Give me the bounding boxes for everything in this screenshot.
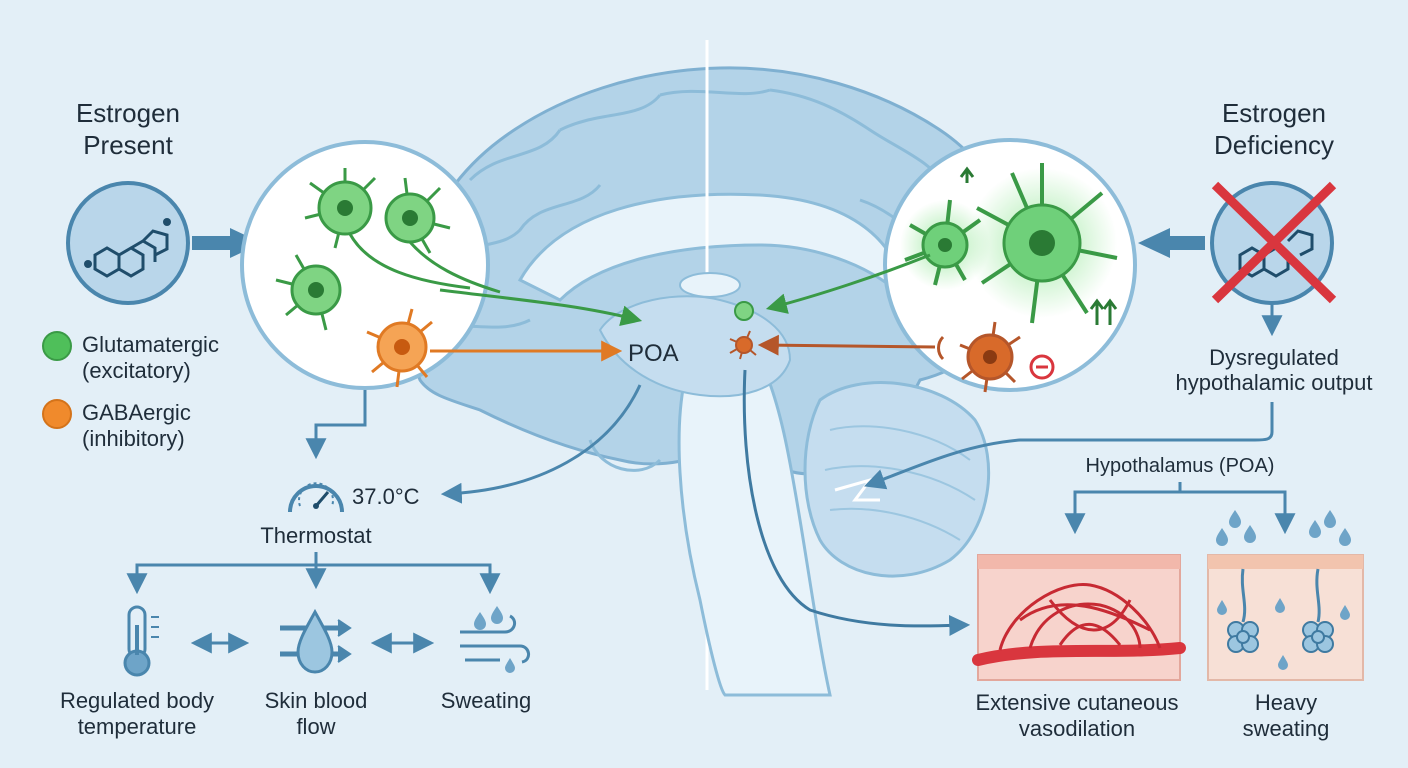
thermostat-value: 37.0°C	[352, 484, 420, 509]
thermostat-to-sweating-arrow	[316, 563, 501, 595]
estrogen-absent-icon	[1210, 181, 1337, 305]
right-neuron-zoom-circle	[883, 138, 1137, 393]
vasodilation-line2: vasodilation	[1019, 716, 1135, 741]
estrogen-molecule-icon	[66, 181, 190, 305]
output-sweating-line1: Sweating	[441, 688, 532, 713]
hypothalamus-to-sweating-arrow	[1180, 490, 1296, 535]
left-title-line2: Present	[83, 130, 173, 160]
poa-to-skin-output-arrow	[742, 369, 971, 636]
dysregulated-line2: hypothalamic output	[1176, 370, 1373, 395]
right-input-arrowhead	[1138, 228, 1170, 258]
weakened-inhibitory-arrow	[757, 334, 936, 356]
poa-label: POA	[628, 340, 679, 367]
legend-glutamatergic-dot	[42, 331, 72, 361]
enhanced-excitatory-arrow	[765, 253, 931, 314]
output-skin-flow-line2: flow	[296, 714, 335, 739]
hypothalamus-label: Hypothalamus (POA)	[1086, 455, 1275, 477]
vasodilation-skin-icon	[972, 554, 1186, 681]
water-drop-flow-icon	[280, 608, 352, 674]
minus-circle-icon	[1029, 354, 1055, 380]
legend-gabaergic-line2: (inhibitory)	[82, 426, 185, 451]
poa-glutamatergic-marker	[734, 301, 754, 321]
inhibition-bar	[937, 335, 945, 361]
right-title-line2: Deficiency	[1214, 130, 1334, 160]
dysregulated-line1: Dysregulated	[1209, 345, 1339, 370]
output-to-brainstem-arrow	[864, 402, 1274, 490]
poa-to-thermostat-arrow	[440, 384, 642, 504]
left-neuron-zoom-circle	[240, 140, 501, 390]
vasodilation-line1: Extensive cutaneous	[975, 690, 1178, 715]
right-title-line1: Estrogen	[1222, 98, 1326, 128]
hypothalamus-to-vasodilation-arrow	[1064, 482, 1182, 535]
legend-glutamatergic-line1: Glutamatergic	[82, 332, 219, 357]
brain-sagittal-section	[407, 40, 1018, 697]
output-temperature-line1: Regulated body	[60, 688, 214, 713]
left-title-line1: Estrogen	[76, 98, 180, 128]
thermostat-gauge-icon	[288, 482, 344, 513]
heavy-sweating-line1: Heavy	[1255, 690, 1317, 715]
increase-arrow-icon	[959, 166, 975, 183]
sweat-gland-skin-icon	[1207, 510, 1364, 681]
legend-glutamatergic-line2: (excitatory)	[82, 358, 191, 383]
increase-arrows-icon	[1089, 298, 1118, 325]
thermometer-icon	[123, 605, 159, 677]
glutamatergic-projection-arrow	[439, 288, 643, 326]
thermostat-to-temperature-arrow	[126, 563, 316, 595]
legend-gabaergic-line1: GABAergic	[82, 400, 191, 425]
poa-gabaergic-marker	[729, 330, 757, 360]
circle-to-thermostat-arrow	[305, 390, 367, 460]
sweat-wind-icon	[460, 606, 530, 673]
legend-gabaergic-dot	[42, 399, 72, 429]
thermostat-label: Thermostat	[260, 523, 371, 548]
output-skin-flow-line1: Skin blood	[265, 688, 368, 713]
output-temperature-line2: temperature	[78, 714, 197, 739]
heavy-sweating-line2: sweating	[1243, 716, 1330, 741]
